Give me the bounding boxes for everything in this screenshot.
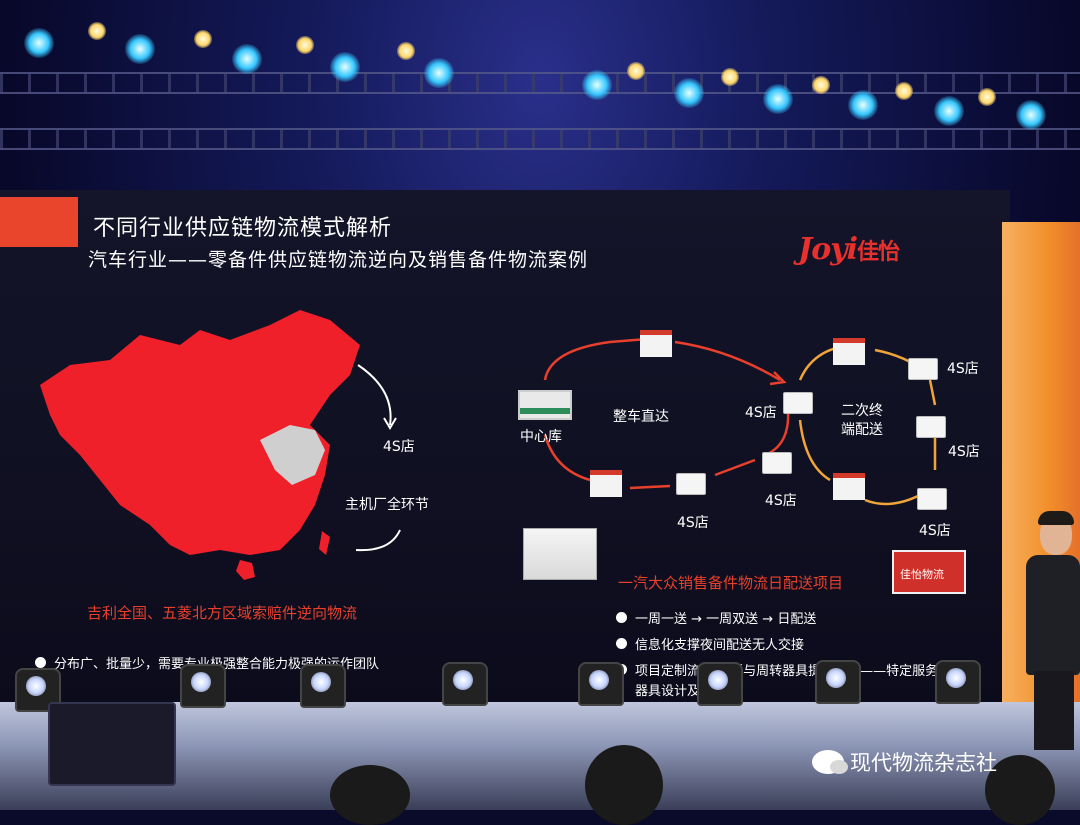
truck-text: 佳怡物流 bbox=[900, 568, 944, 581]
audience-head bbox=[330, 765, 410, 825]
stage-light bbox=[895, 82, 913, 100]
stage-light bbox=[812, 76, 830, 94]
store-icon bbox=[833, 473, 865, 500]
china-map bbox=[40, 310, 360, 580]
map-north-region bbox=[260, 425, 325, 485]
direct-delivery-label: 整车直达 bbox=[613, 409, 669, 425]
store-label: 4S店 bbox=[919, 523, 951, 539]
right-bullet: 信息化支撑夜间配送无人交接 bbox=[616, 634, 804, 653]
store-icon bbox=[762, 452, 792, 474]
presenter-body bbox=[1026, 555, 1080, 675]
store-label: 4S店 bbox=[947, 361, 979, 377]
stage-light bbox=[296, 36, 314, 54]
store-icon bbox=[917, 488, 947, 510]
presenter bbox=[1018, 511, 1080, 750]
center-warehouse-label: 中心库 bbox=[520, 429, 562, 445]
stage-light bbox=[627, 62, 645, 80]
store-icon bbox=[676, 473, 706, 495]
right-bullet-continued: 器具设计及配 bbox=[616, 680, 713, 699]
store-icon bbox=[833, 338, 865, 365]
moving-head-light bbox=[578, 662, 624, 706]
secondary-delivery-label-2: 端配送 bbox=[841, 422, 883, 438]
store-icon bbox=[908, 358, 938, 380]
bullet-dot bbox=[35, 657, 46, 668]
stage-light bbox=[763, 84, 793, 114]
audience-head bbox=[585, 745, 663, 825]
logo-latin: Joyi bbox=[798, 232, 858, 267]
right-bullet-text: 信息化支撑夜间配送无人交接 bbox=[635, 638, 805, 653]
store-label: 4S店 bbox=[948, 444, 980, 460]
map-island bbox=[319, 531, 330, 555]
stage-light bbox=[1016, 100, 1046, 130]
delivery-truck-image: 佳怡物流 bbox=[892, 550, 966, 594]
store-icon bbox=[590, 470, 622, 497]
moving-head-light bbox=[697, 662, 743, 706]
map-island bbox=[236, 560, 255, 580]
stage-light bbox=[232, 44, 262, 74]
stage-light bbox=[424, 58, 454, 88]
store-label: 4S店 bbox=[765, 493, 797, 509]
lighting-truss bbox=[0, 128, 1080, 150]
stage-floor bbox=[0, 702, 1080, 810]
right-bullet: 一周一送 → 一周双送 → 日配送 bbox=[616, 608, 816, 627]
slide-title: 不同行业供应链物流模式解析 bbox=[93, 216, 393, 241]
stage-light bbox=[330, 52, 360, 82]
wechat-icon bbox=[812, 750, 848, 774]
stage-light bbox=[24, 28, 54, 58]
stage-light bbox=[848, 90, 878, 120]
stage-light bbox=[397, 42, 415, 60]
store-icon bbox=[640, 330, 672, 357]
company-logo: Joyi佳怡 bbox=[798, 232, 900, 267]
warehouse-icon bbox=[518, 390, 572, 420]
stage-light bbox=[125, 34, 155, 64]
moving-head-light bbox=[442, 662, 488, 706]
stage-light bbox=[934, 96, 964, 126]
parts-container-image bbox=[523, 528, 597, 580]
stage-light bbox=[674, 78, 704, 108]
slide-subtitle: 汽车行业——零备件供应链物流逆向及销售备件物流案例 bbox=[88, 249, 589, 271]
moving-head-light bbox=[815, 660, 861, 704]
right-bullet-text: 器具设计及配 bbox=[635, 684, 714, 699]
logistics-loop-diagram bbox=[543, 336, 937, 506]
bullet-dot bbox=[616, 612, 627, 623]
logo-cn: 佳怡 bbox=[857, 239, 900, 265]
projection-screen: 不同行业供应链物流模式解析 汽车行业——零备件供应链物流逆向及销售备件物流案例 … bbox=[0, 190, 1010, 702]
presenter-hair bbox=[1038, 511, 1074, 525]
map-arrows bbox=[355, 364, 401, 552]
store-label: 4S店 bbox=[677, 515, 709, 531]
moving-head-light bbox=[300, 664, 346, 708]
moving-head-light bbox=[935, 660, 981, 704]
right-bullet-text: 一周一送 → 一周双送 → 日配送 bbox=[635, 612, 817, 627]
stage-speaker bbox=[48, 702, 176, 786]
map-4s-label: 4S店 bbox=[383, 439, 415, 455]
store-icon bbox=[783, 392, 813, 414]
presenter-legs bbox=[1034, 671, 1074, 750]
stage-light bbox=[582, 70, 612, 100]
watermark-text: 现代物流杂志社 bbox=[850, 751, 997, 775]
map-caption: 吉利全国、五菱北方区域索赔件逆向物流 bbox=[87, 604, 358, 622]
right-bullet: 项目定制流程 模板与周转器具提升效率——特定服务 bbox=[616, 660, 938, 679]
store-icon bbox=[916, 416, 946, 438]
lighting-truss bbox=[0, 72, 1080, 94]
stage-light bbox=[978, 88, 996, 106]
stage-light bbox=[721, 68, 739, 86]
store-label: 4S店 bbox=[745, 405, 777, 421]
accent-block bbox=[0, 197, 78, 247]
right-bullet-text: 项目定制流程 模板与周转器具提升效率——特定服务 bbox=[635, 664, 939, 679]
bullet-dot bbox=[616, 638, 627, 649]
project-heading: 一汽大众销售备件物流日配送项目 bbox=[618, 574, 844, 592]
stage-light bbox=[88, 22, 106, 40]
watermark: 现代物流杂志社 bbox=[812, 747, 997, 777]
secondary-delivery-label-1: 二次终 bbox=[841, 403, 883, 419]
stage-light bbox=[194, 30, 212, 48]
map-oem-label: 主机厂全环节 bbox=[345, 497, 429, 513]
moving-head-light bbox=[180, 664, 226, 708]
map-mainland bbox=[40, 310, 360, 555]
